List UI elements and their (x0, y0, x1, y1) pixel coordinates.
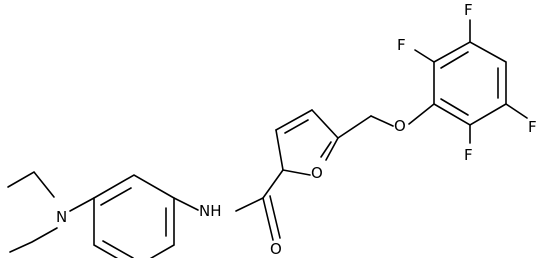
bond-furan-c3-c4 (275, 109, 313, 131)
bond-furan-c4-c5 (311, 109, 339, 139)
bond-furan-to-ch2 (337, 115, 372, 139)
bond-n-to-ring (69, 197, 95, 212)
bond-carbonyl-to-furan (262, 169, 284, 199)
atom-label-n-amine: N (56, 208, 67, 226)
bond-furan-o-c2 (282, 169, 311, 176)
bond-ethyl-upper (7, 170, 55, 198)
bonds (7, 19, 528, 258)
bond-aryl-double-3 (440, 98, 469, 116)
bond-c-f1 (414, 49, 435, 63)
bond-furan-double-1 (284, 119, 309, 134)
atom-label-f4: F (464, 146, 473, 164)
bond-carbonyl-double (262, 197, 274, 241)
bond-benzene-ring (93, 174, 175, 258)
atom-label-o-furan: O (311, 164, 323, 182)
atom-label-f2: F (464, 1, 473, 19)
atom-label-nh-amide: NH (199, 202, 222, 220)
bond-ring-to-nh (173, 197, 199, 211)
bond-ethyl-lower (9, 227, 58, 253)
bond-furan-c2-c3 (275, 129, 284, 171)
bond-nh-to-carbonyl (235, 197, 264, 212)
atom-label-o-carbonyl: O (270, 240, 282, 258)
bond-benzene-double-3 (102, 240, 134, 258)
bond-aryl-double-1 (440, 51, 469, 69)
bond-benzene-double-1 (100, 187, 132, 206)
bond-ch2-to-o (370, 115, 394, 127)
bond-carbonyl-double-2 (269, 195, 281, 239)
atom-labels: N NH O O O F F F F (56, 1, 537, 258)
bond-furan-c5-o (325, 137, 339, 161)
bond-c-f3 (505, 103, 528, 119)
atom-label-f3: F (528, 118, 537, 136)
atom-label-o-ether: O (394, 117, 406, 135)
bond-furan-double-2 (320, 141, 332, 158)
bond-o-to-aryl (408, 103, 435, 125)
bond-aryl-ring (433, 41, 507, 126)
atom-label-f1: F (397, 36, 406, 54)
